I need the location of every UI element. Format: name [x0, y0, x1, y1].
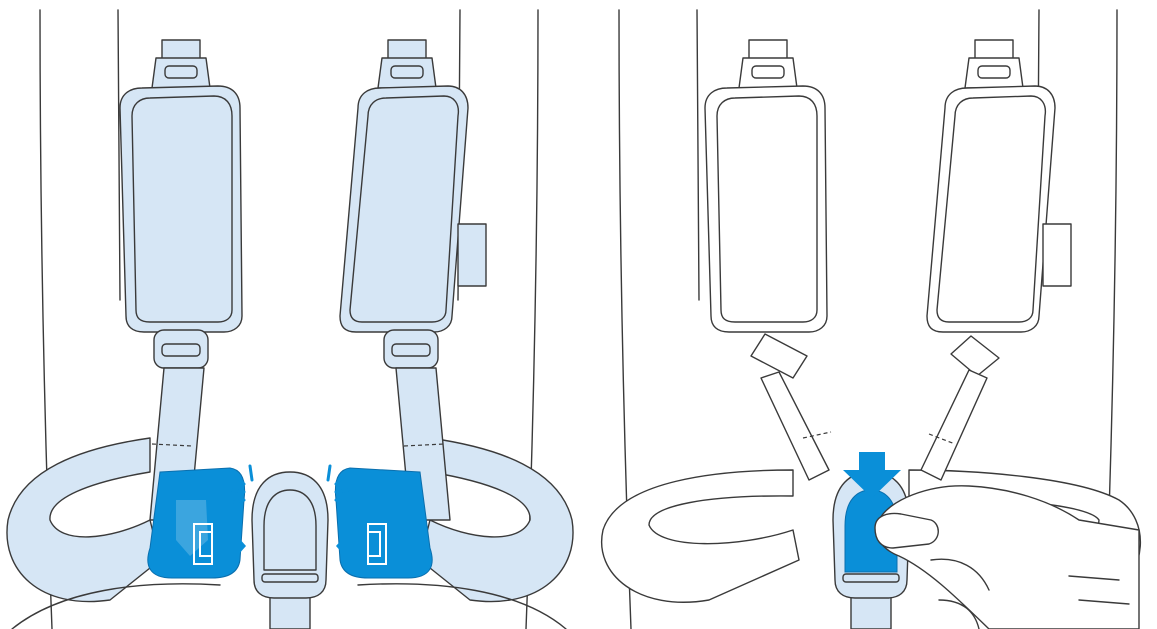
- seat-shell: [618, 9, 1118, 629]
- buckle-release-illustration: [6, 9, 574, 629]
- arrow-left-icon: [336, 528, 364, 564]
- arrow-down-icon: [843, 452, 901, 498]
- shoulder-strap-right: [339, 39, 487, 521]
- panel-press-button: [579, 0, 1157, 629]
- shoulder-strap-right: [920, 39, 1072, 481]
- click-burst-icon: [230, 464, 350, 504]
- seat-shell: [39, 9, 539, 629]
- seat-cushion: [11, 583, 567, 629]
- waist-strap-left: [601, 469, 800, 603]
- waist-strap-right: [419, 437, 574, 603]
- panel-buckle-release: [0, 0, 578, 629]
- latch-left: [193, 523, 213, 565]
- hand-icon: [874, 485, 1140, 629]
- shoulder-strap-left: [704, 39, 832, 481]
- latch-right: [367, 523, 387, 565]
- arrow-right-icon: [218, 528, 246, 564]
- press-button-illustration: [601, 9, 1141, 629]
- waist-strap-left: [6, 437, 161, 603]
- center-buckle: [251, 471, 329, 599]
